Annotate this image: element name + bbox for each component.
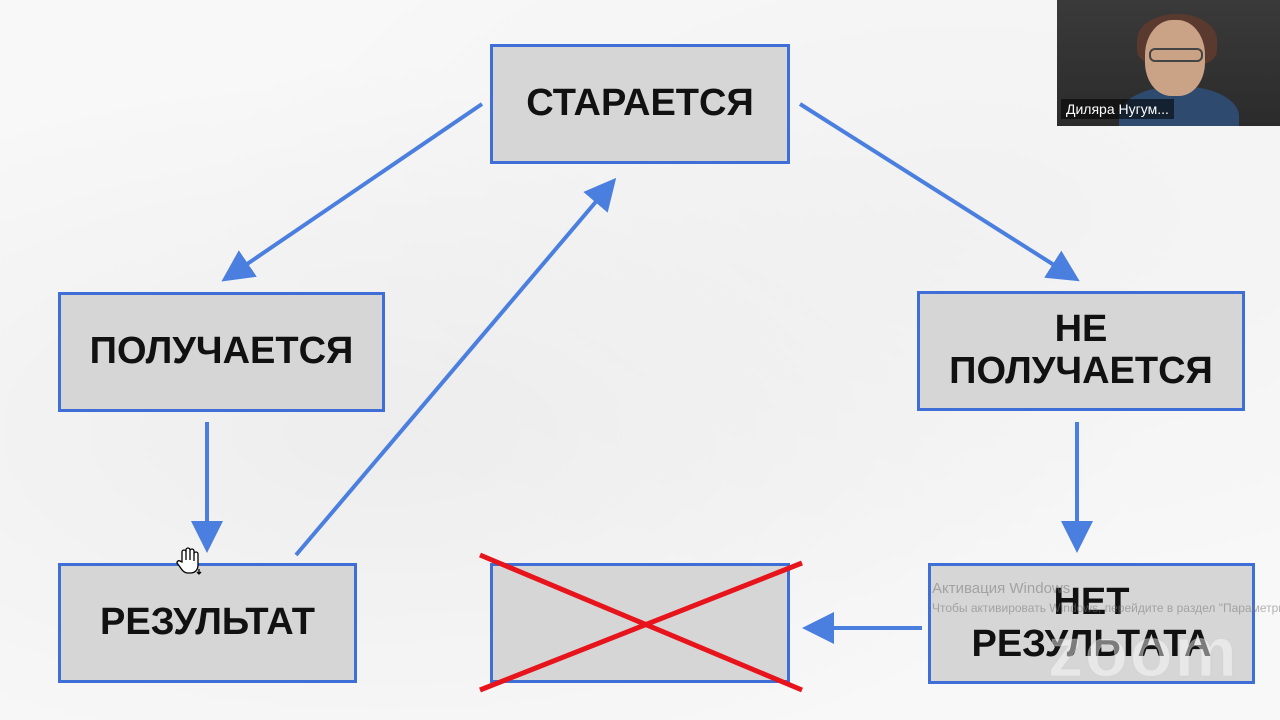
box-not-works-label-line2: ПОЛУЧАЕТСЯ: [949, 350, 1213, 392]
watermark-subtitle: Чтобы активировать Windows, перейдите в …: [932, 601, 1280, 615]
box-tries-label: СТАРАЕТСЯ: [526, 82, 754, 125]
box-no-result: НЕТ РЕЗУЛЬТАТА: [928, 563, 1255, 684]
participant-video-tile[interactable]: Диляра Нугум...: [1057, 0, 1280, 126]
hand-cursor-icon: [176, 547, 202, 575]
box-works-label: ПОЛУЧАЕТСЯ: [89, 330, 354, 373]
box-crossed-out: [490, 563, 790, 683]
participant-glasses: [1149, 48, 1203, 62]
box-not-works-label-line1: НЕ: [1054, 308, 1108, 351]
box-tries: СТАРАЕТСЯ: [490, 44, 790, 164]
windows-activation-watermark: Активация Windows Чтобы активировать Win…: [932, 580, 1280, 615]
zoom-logo: zoom: [1048, 613, 1239, 692]
participant-name: Диляра Нугум...: [1061, 99, 1174, 119]
participant-face: [1145, 20, 1205, 96]
watermark-title: Активация Windows: [932, 580, 1071, 597]
box-no-result-label-line2: РЕЗУЛЬТАТА: [971, 622, 1212, 665]
box-works: ПОЛУЧАЕТСЯ: [58, 292, 385, 412]
box-result-label: РЕЗУЛЬТАТ: [100, 601, 315, 644]
box-not-works: НЕ ПОЛУЧАЕТСЯ: [917, 291, 1245, 411]
box-no-result-label-line1: НЕТ: [1053, 580, 1130, 623]
box-result: РЕЗУЛЬТАТ: [58, 563, 357, 683]
